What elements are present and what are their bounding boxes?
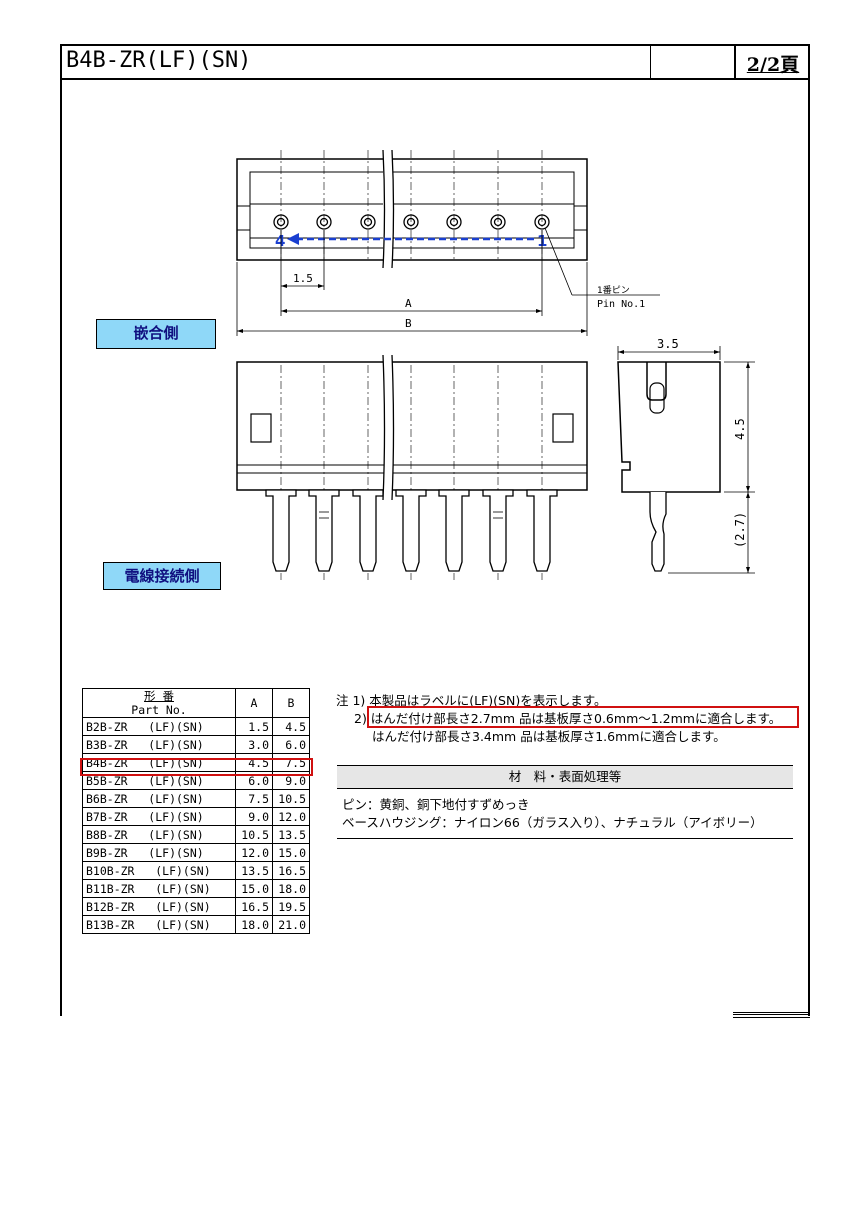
page-title: B4B-ZR(LF)(SN)	[66, 48, 252, 73]
highlight-note	[367, 706, 799, 728]
dim-width: 3.5	[657, 337, 679, 351]
dim-pitch: 1.5	[293, 272, 313, 285]
table-cell-a: 1.5	[235, 717, 273, 736]
table-cell-a: 15.0	[235, 879, 273, 898]
title-divider	[734, 44, 736, 80]
table-cell-part: B10B-ZR (LF)(SN)	[82, 861, 236, 880]
pin-lead	[308, 489, 340, 572]
table-cell-b: 16.5	[272, 861, 310, 880]
table-cell-a: 10.5	[235, 825, 273, 844]
title-bar	[60, 44, 810, 80]
table-cell-part: B11B-ZR (LF)(SN)	[82, 879, 236, 898]
materials-body: ピン：黄銅、銅下地付すずめっき ベースハウジング：ナイロン66（ガラス入り）、ナ…	[342, 796, 763, 832]
pin1-label-en: Pin No.1	[597, 299, 645, 310]
table-header-a: A	[235, 688, 273, 718]
table-cell-part: B2B-ZR (LF)(SN)	[82, 717, 236, 736]
side-view-outline	[617, 361, 721, 493]
pin1-label-jp: 1番ピン	[597, 284, 630, 296]
table-cell-a: 3.0	[235, 735, 273, 754]
table-cell-b: 21.0	[272, 915, 310, 934]
title-divider	[650, 44, 651, 80]
pin-lead	[265, 489, 297, 572]
material-housing: ベースハウジング：ナイロン66（ガラス入り）、ナチュラル（アイボリー）	[342, 815, 763, 830]
pin-lead	[438, 489, 470, 572]
note-1: 注 1) 本製品はラベルに(LF)(SN)を表示します。	[336, 693, 607, 708]
table-cell-b: 4.5	[272, 717, 310, 736]
material-pin: ピン：黄銅、銅下地付すずめっき	[342, 797, 530, 812]
table-cell-part: B8B-ZR (LF)(SN)	[82, 825, 236, 844]
table-cell-b: 6.0	[272, 735, 310, 754]
table-cell-part: B9B-ZR (LF)(SN)	[82, 843, 236, 862]
dim-b: B	[405, 317, 412, 330]
table-cell-b: 15.0	[272, 843, 310, 862]
note-3: はんだ付け部長さ3.4mm 品は基板厚さ1.6mmに適合します。	[372, 729, 726, 744]
pin-lead	[526, 489, 558, 572]
page-number: 2/2頁	[746, 54, 800, 76]
materials-heading: 材 料・表面処理等	[337, 765, 793, 789]
table-cell-b: 19.5	[272, 897, 310, 916]
table-cell-b: 12.0	[272, 807, 310, 826]
table-cell-part: B3B-ZR (LF)(SN)	[82, 735, 236, 754]
table-header-b: B	[272, 688, 310, 718]
dim-height: 4.5	[733, 418, 747, 440]
table-cell-part: B6B-ZR (LF)(SN)	[82, 789, 236, 808]
pin-lead	[395, 489, 427, 572]
table-cell-a: 7.5	[235, 789, 273, 808]
pin-last-number: 4	[275, 232, 285, 250]
table-cell-a: 18.0	[235, 915, 273, 934]
table-cell-a: 13.5	[235, 861, 273, 880]
table-cell-part: B13B-ZR (LF)(SN)	[82, 915, 236, 934]
highlight-current-part	[80, 758, 313, 776]
top-view-outline	[236, 158, 588, 261]
table-cell-b: 18.0	[272, 879, 310, 898]
wire-side-label: 電線接続側	[103, 562, 221, 590]
arrow-head	[287, 233, 299, 245]
materials-divider	[337, 838, 793, 839]
mating-side-label: 嵌合側	[96, 319, 216, 349]
bottom-rule	[733, 1017, 810, 1018]
dim-lead: (2.7)	[733, 512, 747, 548]
pin-lead	[482, 489, 514, 572]
table-cell-part: B7B-ZR (LF)(SN)	[82, 807, 236, 826]
table-cell-b: 10.5	[272, 789, 310, 808]
bottom-rule	[733, 1012, 810, 1015]
table-cell-b: 13.5	[272, 825, 310, 844]
note-2: 2) はんだ付け部長さ2.7mm 品は基板厚さ0.6mm～1.2mmに適合します…	[354, 711, 782, 726]
table-header-part: 形 番 Part No.	[82, 688, 236, 718]
notes-block: 注 1) 本製品はラベルに(LF)(SN)を表示します。 2) はんだ付け部長さ…	[336, 692, 781, 746]
dim-a: A	[405, 297, 412, 310]
front-view-outline	[236, 361, 588, 491]
pin-lead	[352, 489, 384, 572]
drawing-frame	[60, 44, 810, 1016]
table-cell-a: 16.5	[235, 897, 273, 916]
table-cell-part: B12B-ZR (LF)(SN)	[82, 897, 236, 916]
table-cell-a: 12.0	[235, 843, 273, 862]
table-cell-a: 9.0	[235, 807, 273, 826]
